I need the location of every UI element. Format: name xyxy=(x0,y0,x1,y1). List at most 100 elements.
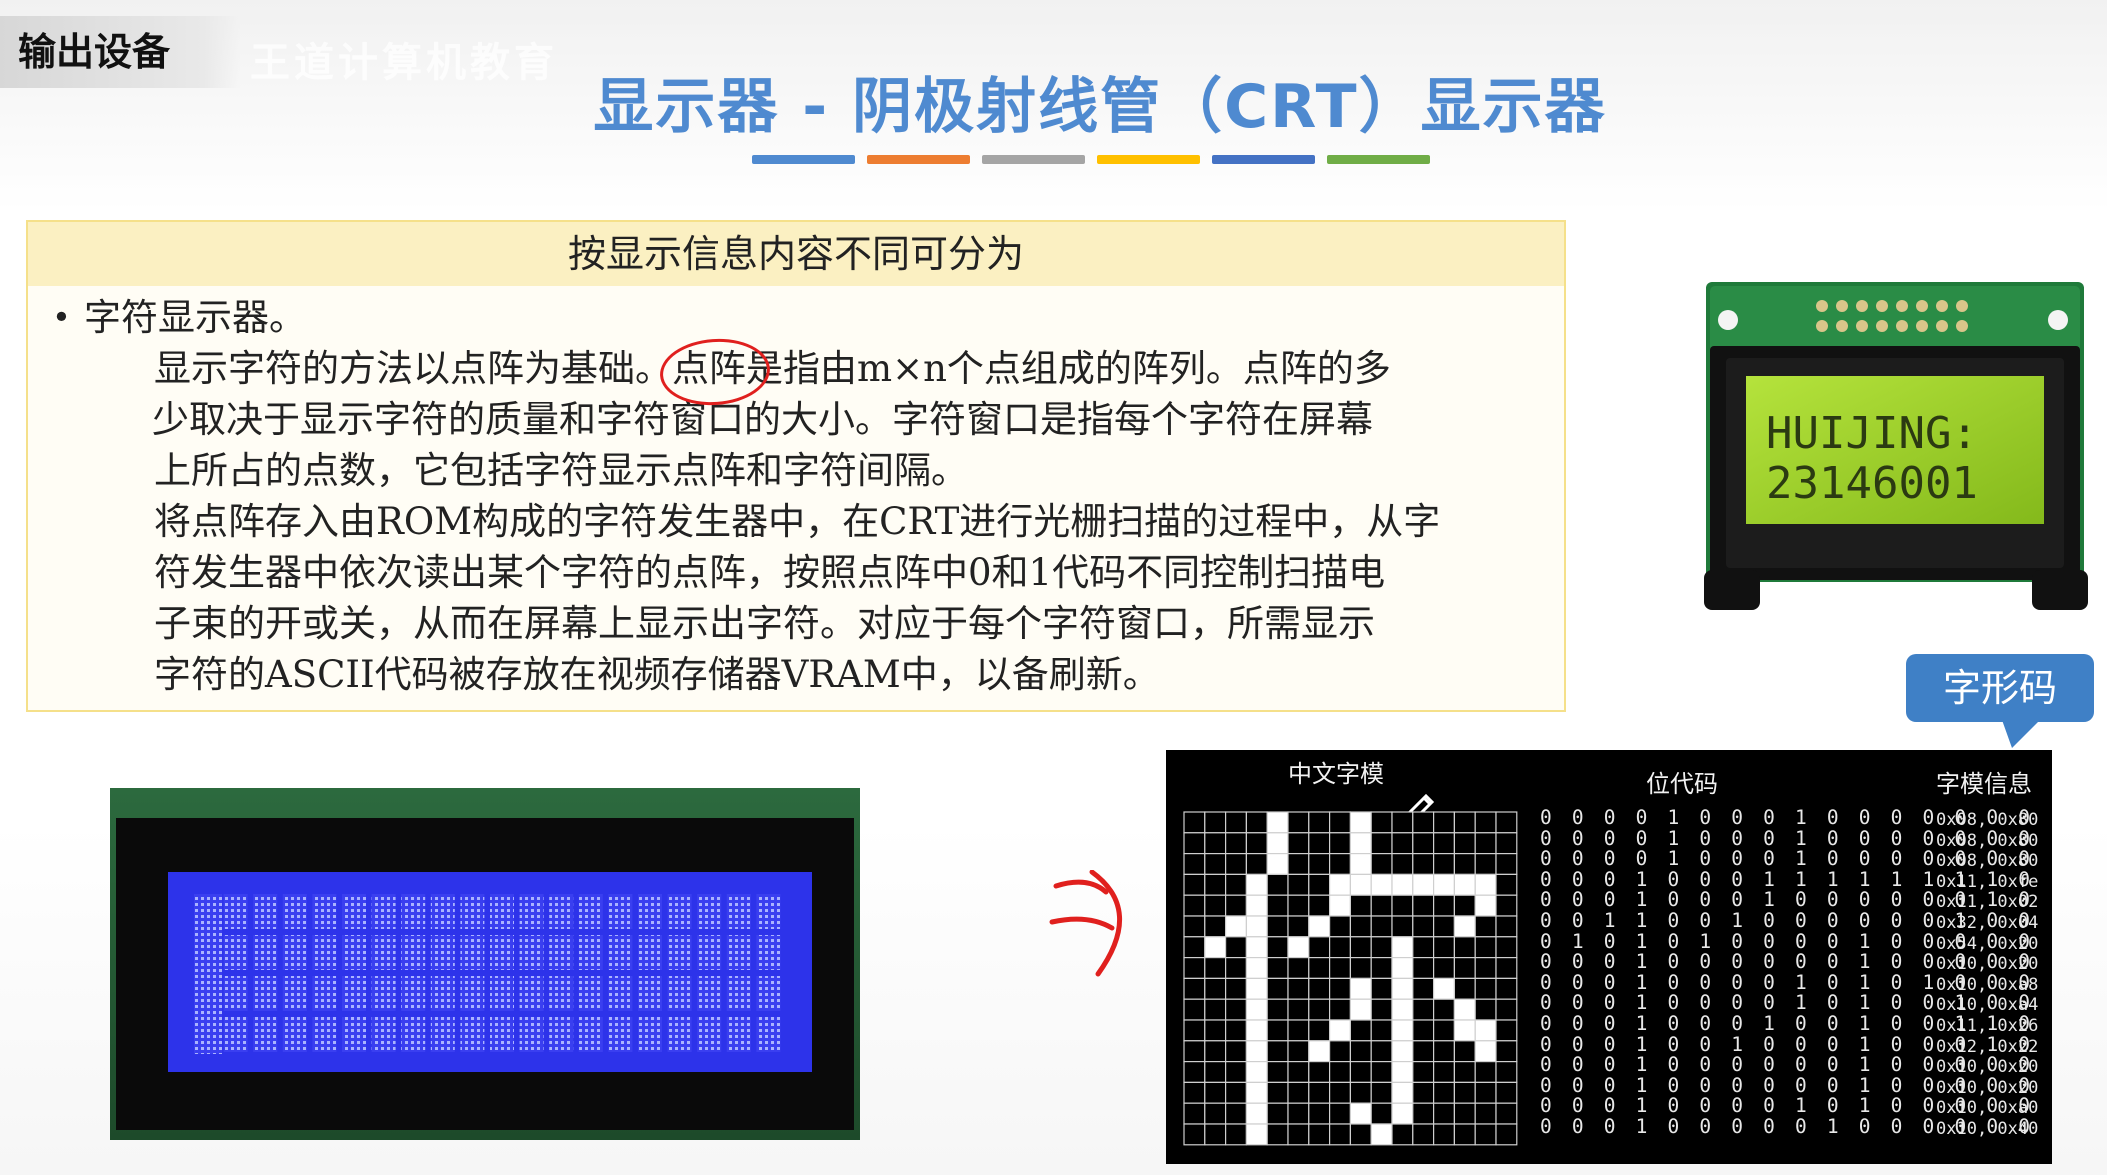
font-info-row: 0x11, 0x02 xyxy=(1936,892,2039,913)
glyph-pixel-off xyxy=(1453,1123,1476,1146)
glyph-pixel-off xyxy=(1412,1123,1435,1146)
font-info-row: 0x32, 0x04 xyxy=(1936,912,2039,933)
glyph-pixel-off xyxy=(1495,998,1518,1021)
bit-code-row: 0 0 0 1 0 0 0 1 0 0 1 0 0 1 1 0 xyxy=(1540,1011,2035,1035)
glyph-pixel-on xyxy=(1266,832,1289,855)
glyph-pixel-off xyxy=(1412,998,1435,1021)
lcd-char-cell xyxy=(223,976,248,1011)
glyph-pixel-off xyxy=(1370,1102,1393,1125)
glyph-pixel-on xyxy=(1287,936,1310,959)
glyph-pixel-off xyxy=(1245,852,1268,875)
bit-code-row: 0 0 0 1 0 0 0 0 1 0 1 0 1 0 0 0 xyxy=(1540,970,2035,994)
lcd-char-cell xyxy=(667,976,692,1011)
glyph-pixel-on xyxy=(1474,1019,1497,1042)
font-info-row: 0x10, 0xa4 xyxy=(1936,995,2039,1016)
glyph-pixel-off xyxy=(1495,977,1518,1000)
glyph-pixel-off xyxy=(1495,1102,1518,1125)
glyph-pixel-off xyxy=(1391,1123,1414,1146)
glyph-pixel-off xyxy=(1224,998,1247,1021)
bullet-text: 字符显示器。 xyxy=(84,296,306,339)
glyph-pixel-off xyxy=(1224,1019,1247,1042)
lcd-char-cell xyxy=(578,935,603,970)
lcd-char-cell xyxy=(342,976,366,1011)
bit-code-row: 0 1 0 1 0 1 0 0 0 0 1 0 0 0 0 0 xyxy=(1540,929,2035,953)
glyph-pixel-off xyxy=(1433,1040,1456,1063)
lcd-char-cell xyxy=(578,894,603,929)
bit-code-row: 0 0 0 1 0 0 0 1 1 1 1 1 1 1 1 0 xyxy=(1540,867,2035,891)
lcd-char-cell xyxy=(697,935,722,970)
glyph-pixel-off xyxy=(1453,936,1476,959)
glyph-pixel-off xyxy=(1224,1040,1247,1063)
glyph-pixel-off xyxy=(1204,1019,1227,1042)
para2-line1: 将点阵存入由ROM构成的字符发生器中，在CRT进行光栅扫描的过程中，从字 xyxy=(154,500,1441,543)
glyph-pixel-off xyxy=(1287,1081,1310,1104)
glyph-pixel-off xyxy=(1329,1123,1352,1146)
glyph-pixel-on xyxy=(1245,873,1268,896)
bit-code-row: 0 0 0 1 0 0 1 0 0 0 1 0 0 0 1 0 xyxy=(1540,1032,2035,1056)
glyph-pixel-off xyxy=(1245,832,1268,855)
lcd-char-cell xyxy=(490,935,514,970)
glyph-pixel-off xyxy=(1453,977,1476,1000)
glyph-pixel-off xyxy=(1391,832,1414,855)
glyph-pixel-off xyxy=(1204,873,1227,896)
glyph-pixel-off xyxy=(1266,1123,1289,1146)
glyph-pixel-off xyxy=(1433,1123,1456,1146)
glyph-pixel-off xyxy=(1349,1040,1372,1063)
bit-code-row: 0 0 0 0 1 0 0 0 1 0 0 0 0 0 0 0 xyxy=(1540,847,2035,871)
glyph-pixel-off xyxy=(1183,936,1206,959)
glyph-pixel-off xyxy=(1453,1102,1476,1125)
lcd-char-cell xyxy=(282,894,307,929)
glyph-pixel-off xyxy=(1412,1040,1435,1063)
glyph-pixel-off xyxy=(1224,1123,1247,1146)
glyph-pixel-off xyxy=(1287,998,1310,1021)
accent-bar-4 xyxy=(1097,155,1200,164)
glyph-pixel-off xyxy=(1224,936,1247,959)
glyph-pixel-off xyxy=(1183,977,1206,1000)
glyph-pixel-on xyxy=(1433,873,1456,896)
slide-title: 显示器 - 阴极射线管（CRT）显示器 xyxy=(593,72,1607,142)
glyph-pixel-off xyxy=(1329,915,1352,938)
lcd-char-cell xyxy=(194,1017,218,1052)
lcd-char-cell xyxy=(638,894,662,929)
glyph-pixel-off xyxy=(1308,852,1331,875)
glyph-pixel-off xyxy=(1329,811,1352,834)
lcd-char-cell xyxy=(342,894,366,929)
glyph-pixel-off xyxy=(1287,1123,1310,1146)
para1-line3: 上所占的点数，它包括字符显示点阵和字符间隔。 xyxy=(154,449,968,492)
glyph-pixel-off xyxy=(1266,873,1289,896)
glyph-pixel-off xyxy=(1204,811,1227,834)
glyph-pixel-off xyxy=(1412,1102,1435,1125)
glyph-pixel-off xyxy=(1474,852,1497,875)
lcd-char-cell xyxy=(342,935,366,970)
lcd-char-cell xyxy=(726,976,751,1011)
glyph-pixel-off xyxy=(1474,1081,1497,1104)
font-info-row: 0x10, 0xa0 xyxy=(1936,1098,2039,1119)
glyph-pixel-on xyxy=(1391,936,1414,959)
bit-code-row: 0 0 0 1 0 0 0 0 0 0 1 0 0 0 0 0 xyxy=(1540,950,2035,974)
glyph-pixel-off xyxy=(1495,832,1518,855)
lcd-char-cell xyxy=(253,935,278,970)
glyph-pixel-off xyxy=(1204,915,1227,938)
glyph-pixel-off xyxy=(1329,1040,1352,1063)
glyph-pixel-off xyxy=(1183,1123,1206,1146)
lcd-char-cell xyxy=(194,976,218,1011)
glyph-pixel-off xyxy=(1349,915,1372,938)
lcd-module-illustration: HUIJING: 23146001 xyxy=(1704,282,2088,610)
glyph-pixel-off xyxy=(1349,1123,1372,1146)
glyph-pixel-off xyxy=(1287,811,1310,834)
lcd-char-cell xyxy=(726,894,751,929)
glyph-pixel-off xyxy=(1495,1040,1518,1063)
lcd-char-cell xyxy=(608,976,633,1011)
glyph-pixel-off xyxy=(1308,936,1331,959)
glyph-pixel-off xyxy=(1453,1081,1476,1104)
glyph-pixel-off xyxy=(1308,1061,1331,1084)
accent-bar-1 xyxy=(752,155,855,164)
glyph-pixel-on xyxy=(1329,1019,1352,1042)
font-info-row: 0x08, 0x80 xyxy=(1936,830,2039,851)
font-info-row: 0x11, 0xfe xyxy=(1936,871,2039,892)
lcd-char-cell xyxy=(756,1017,781,1052)
bit-code-row: 0 0 0 1 0 0 0 0 1 0 1 0 0 0 0 0 xyxy=(1540,1094,2035,1118)
glyph-pixel-on xyxy=(1245,1019,1268,1042)
glyph-pixel-off xyxy=(1370,1019,1393,1042)
lcd-char-cell xyxy=(430,894,455,929)
